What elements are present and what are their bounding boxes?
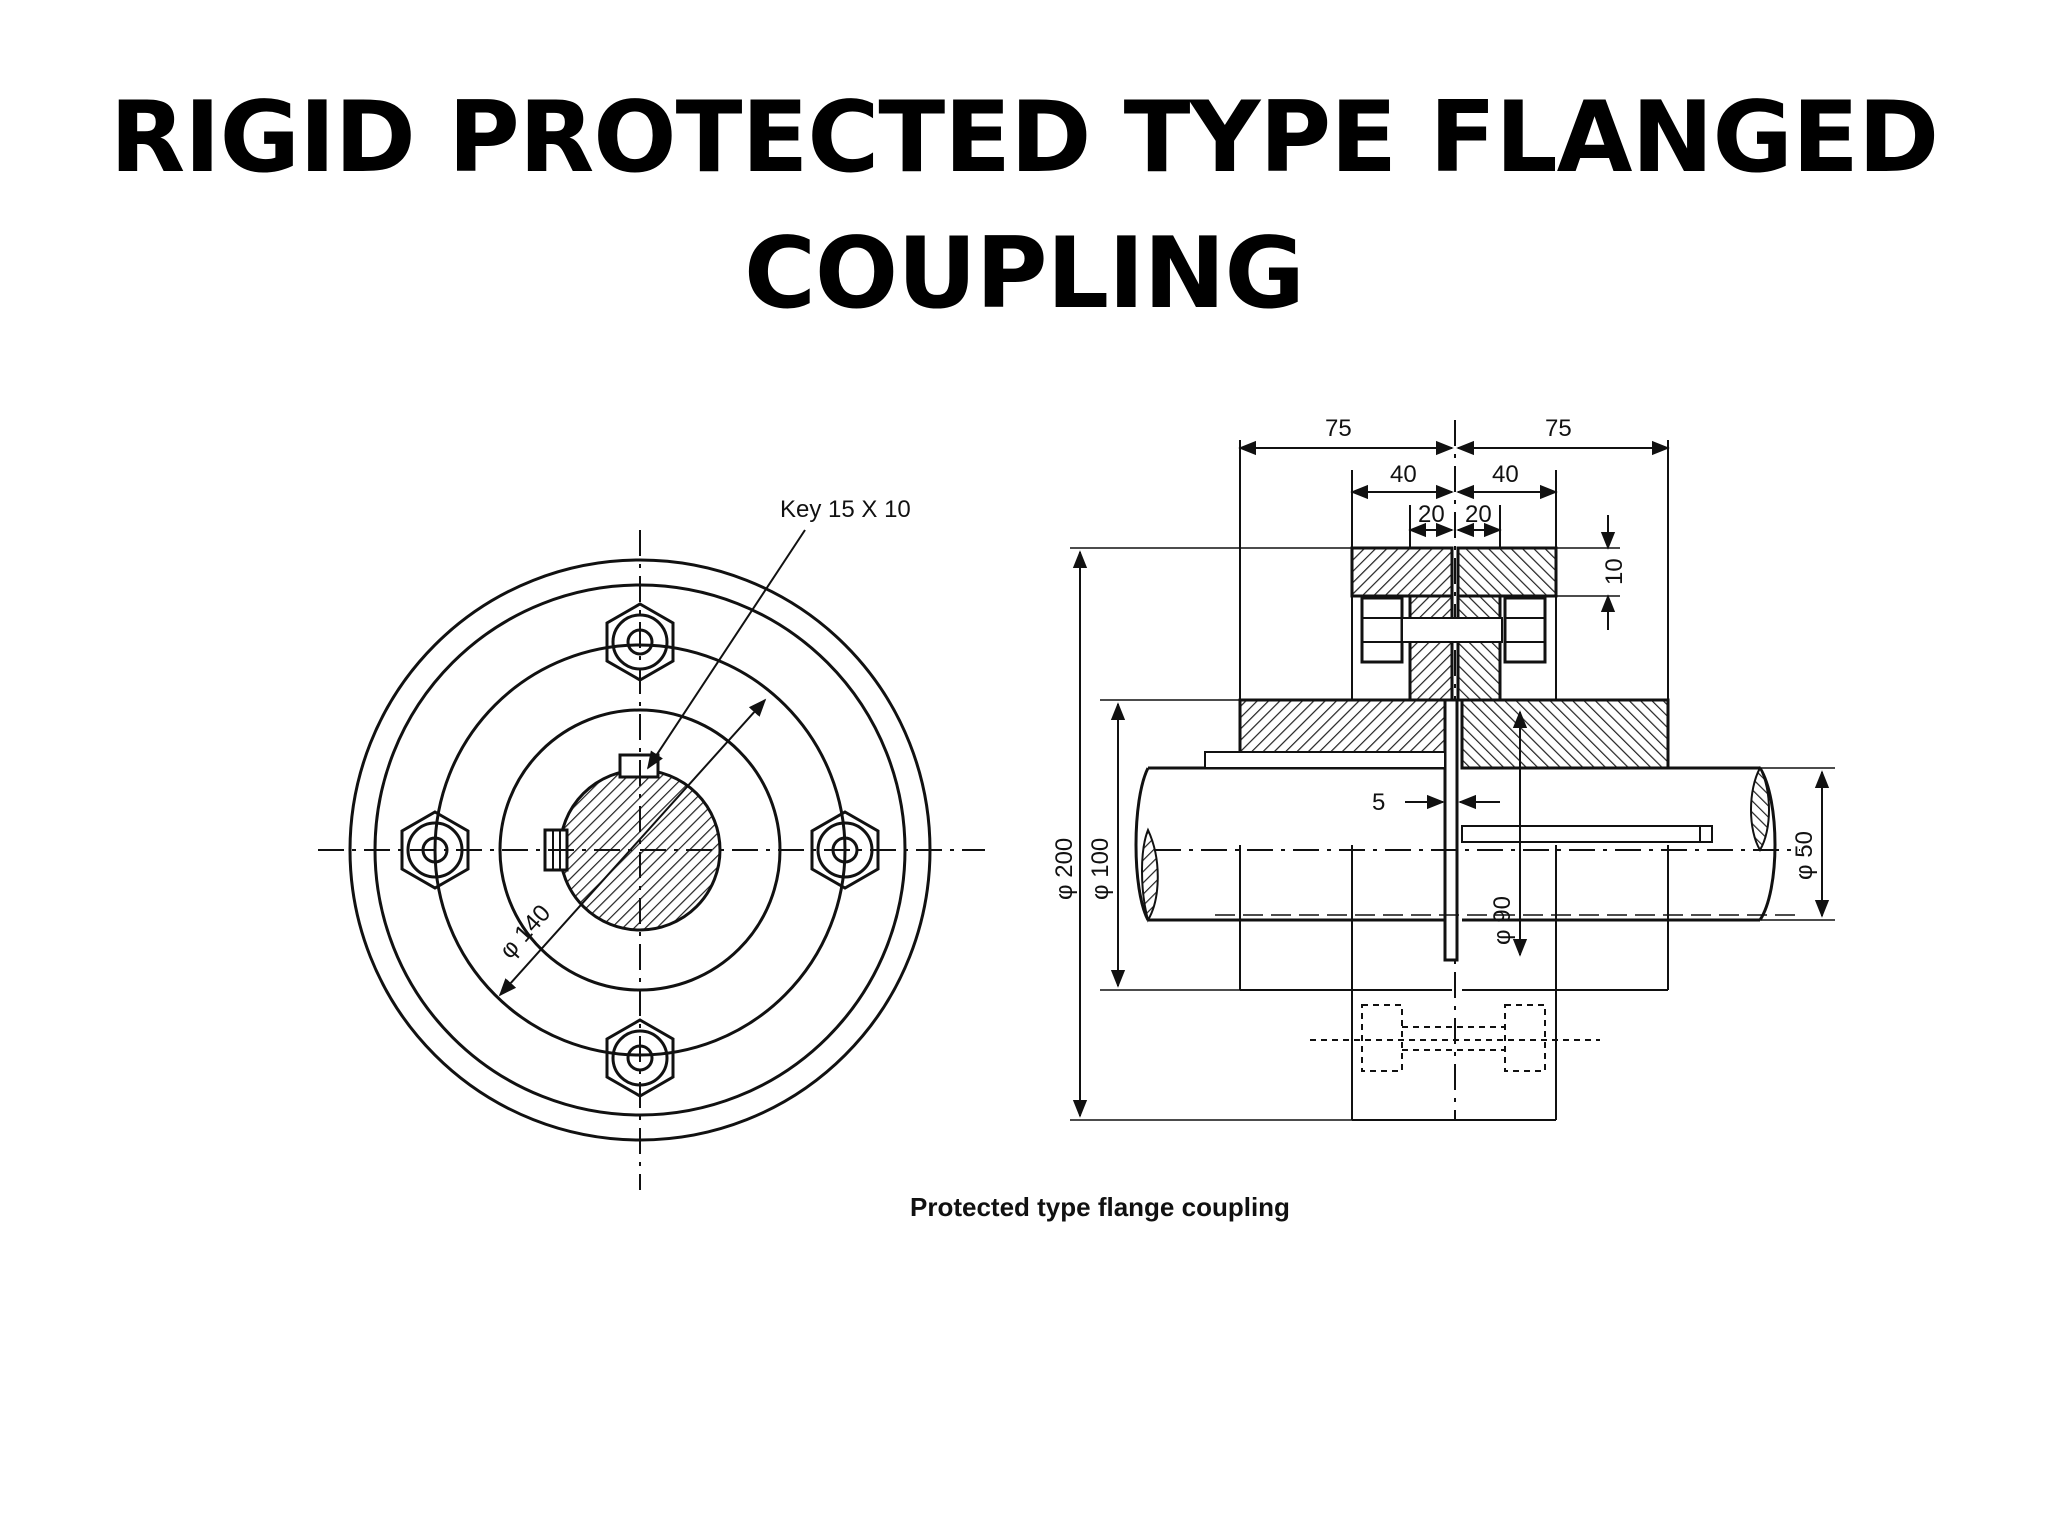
bolt-nut-right: [810, 810, 880, 890]
dim-20-right: 20: [1465, 501, 1492, 528]
dim-phi90: φ 90: [1489, 896, 1516, 945]
hidden-bolt: [1310, 1004, 1600, 1072]
figure-caption: Protected type flange coupling: [910, 1192, 1290, 1222]
left-web-section: [1408, 594, 1454, 702]
shaft-right: [1462, 766, 1760, 922]
left-rim-section: [1350, 546, 1454, 598]
section-view: [1070, 420, 1835, 1121]
front-view: [318, 529, 985, 1190]
dim-75-left: 75: [1325, 415, 1352, 442]
bolt-nut-top: [605, 602, 675, 682]
dim-phi50: φ 50: [1791, 831, 1818, 880]
bolt-nut-bottom: [605, 1018, 675, 1098]
pcd-dimension-line: [498, 698, 767, 997]
key-label: Key 15 X 10: [780, 496, 911, 523]
shaft-left: [1148, 766, 1445, 922]
right-key: [1461, 825, 1713, 843]
slide-title: RIGID PROTECTED TYPE FLANGED COUPLING: [0, 70, 2048, 342]
section-bolt: [1360, 596, 1547, 664]
dim-phi100: φ 100: [1087, 838, 1114, 900]
dim-40-right: 40: [1492, 461, 1519, 488]
spigot: [1443, 698, 1459, 962]
dim-phi200: φ 200: [1051, 838, 1078, 900]
left-key: [1204, 751, 1446, 769]
dim-75-right: 75: [1545, 415, 1572, 442]
title-line-2: COUPLING: [744, 217, 1305, 331]
right-hub-section: [1460, 698, 1670, 770]
right-web-section: [1456, 594, 1502, 702]
dim-40-left: 40: [1390, 461, 1417, 488]
dim-20-left: 20: [1418, 501, 1445, 528]
bolt-nut-left: [400, 810, 470, 890]
right-rim-section: [1456, 546, 1558, 598]
dim-10: 10: [1601, 558, 1628, 585]
title-line-1: RIGID PROTECTED TYPE FLANGED: [109, 81, 1940, 195]
dim-5: 5: [1372, 789, 1385, 816]
